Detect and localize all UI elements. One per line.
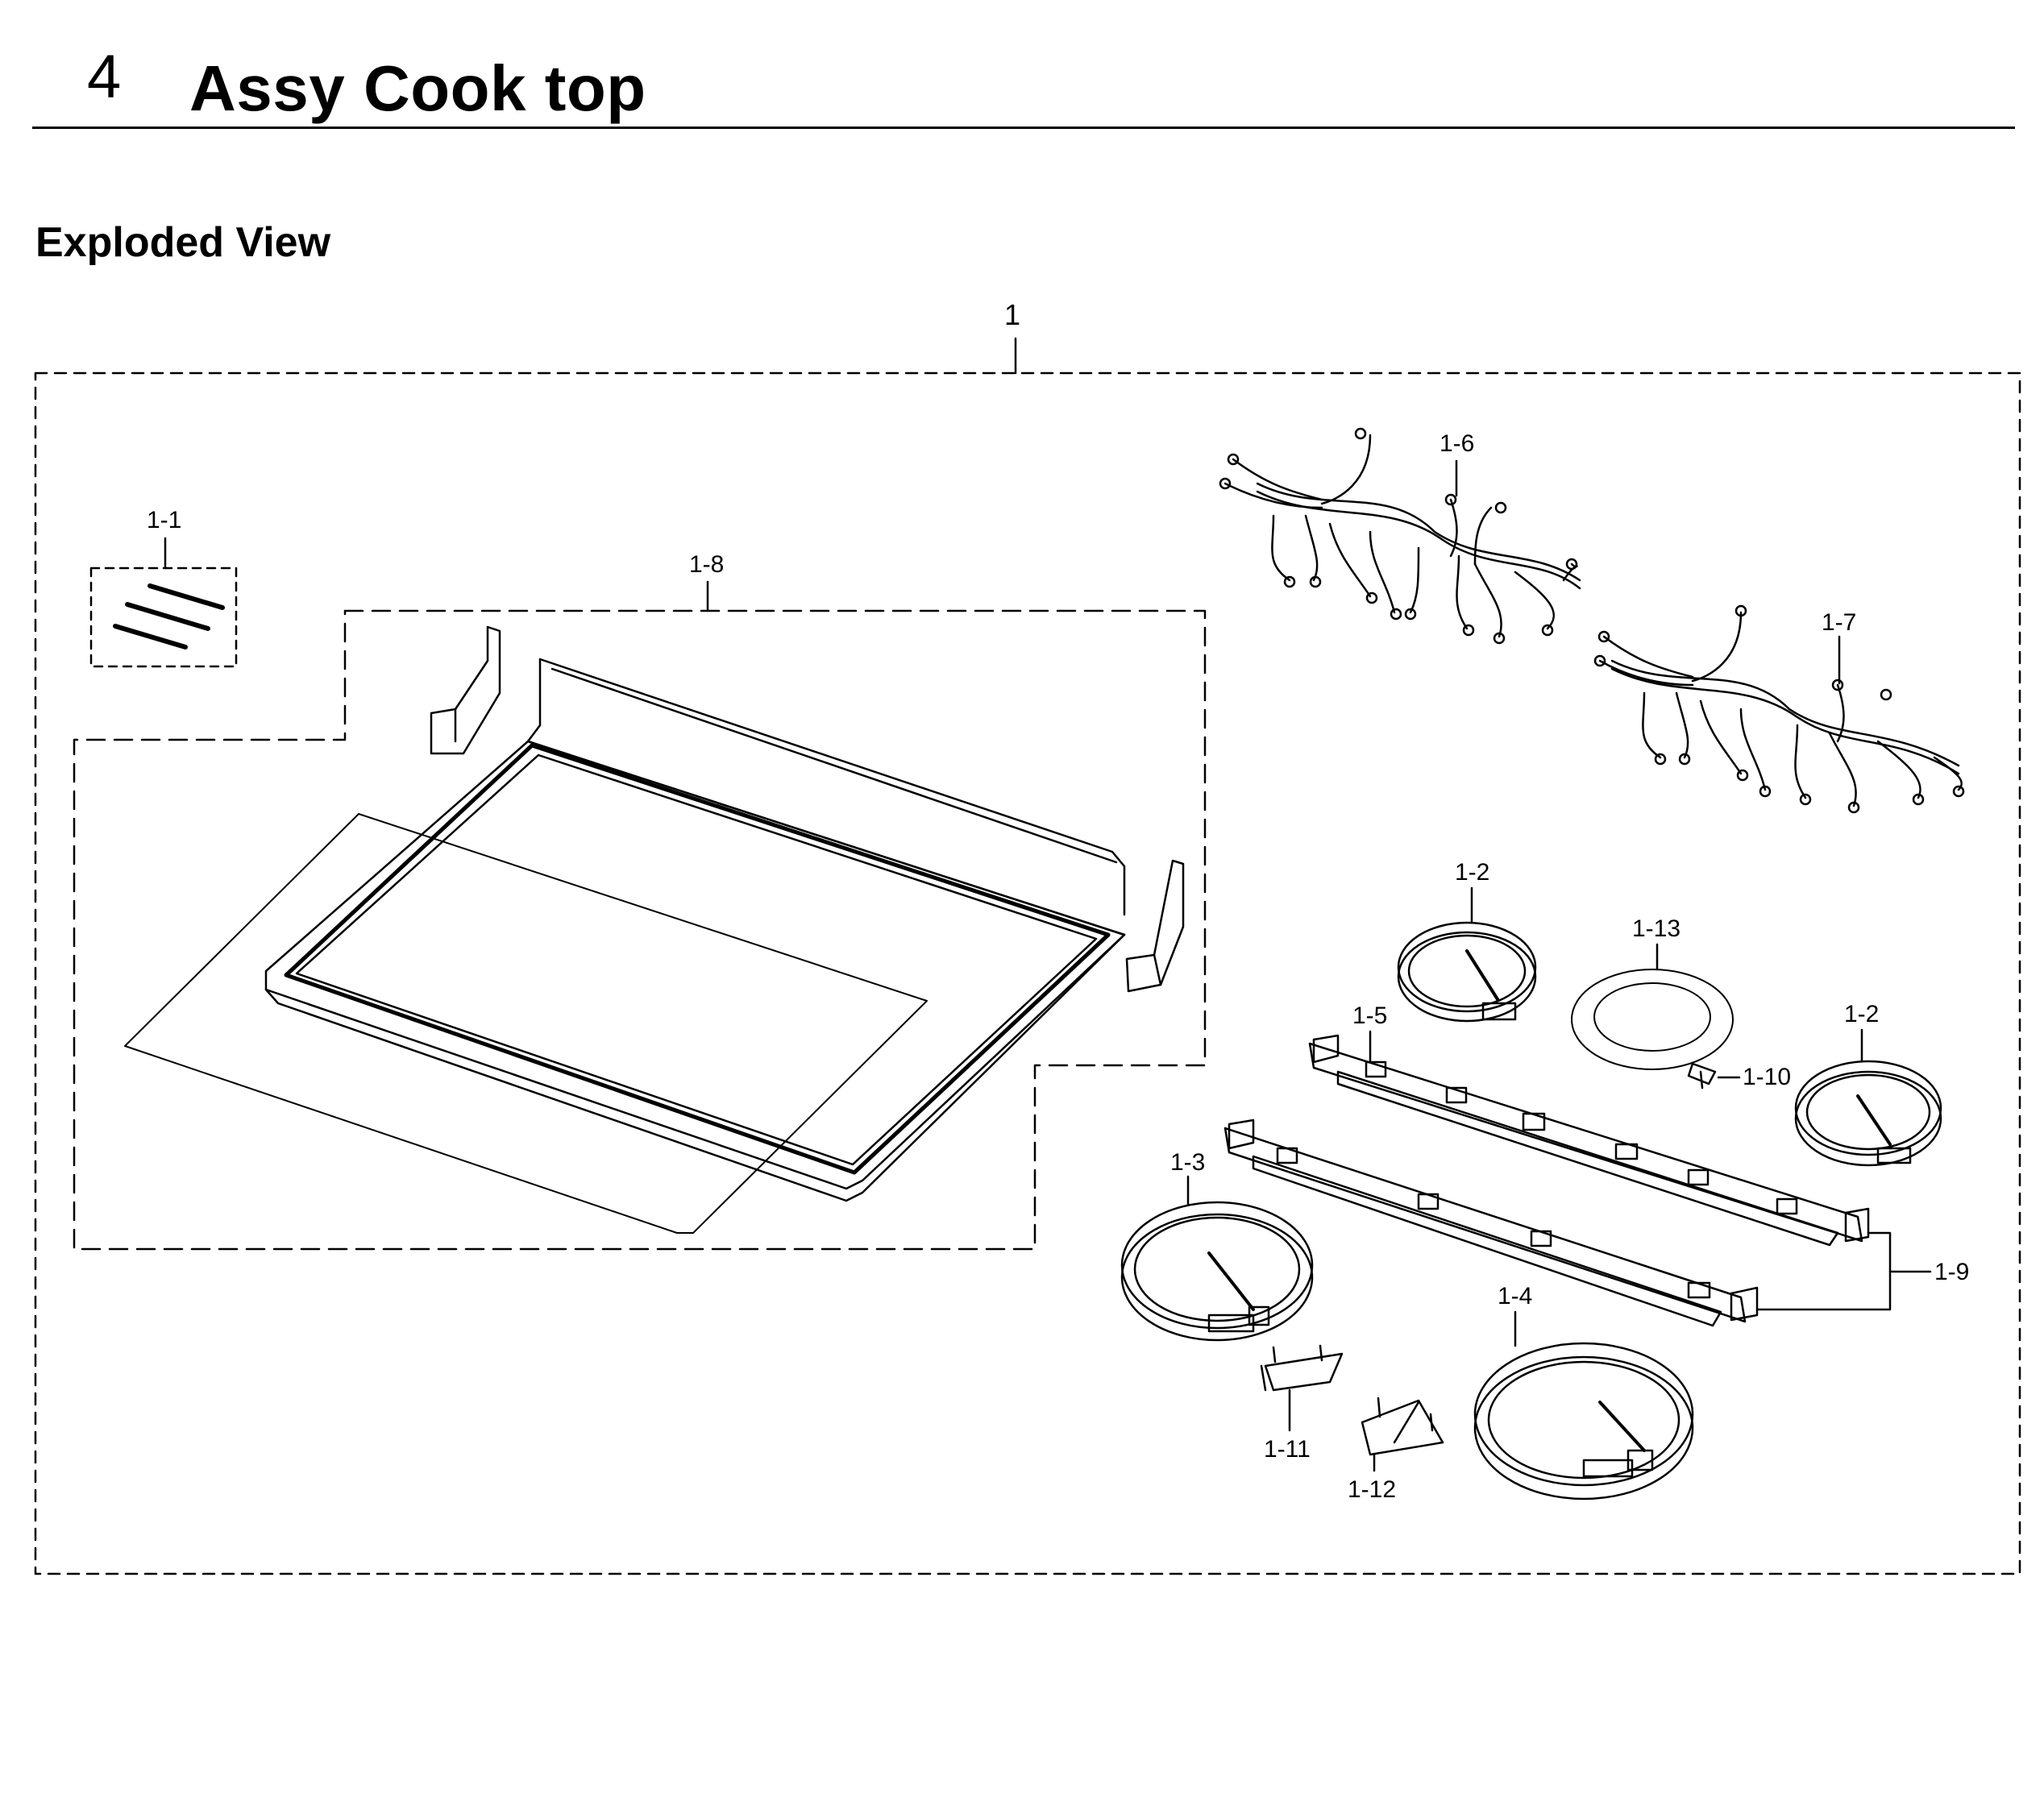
callout-1-3: 1-3 <box>1170 1149 1205 1176</box>
part-1-2-heating-element-upper <box>1397 921 1537 1023</box>
callout-1-2b: 1-2 <box>1844 1001 1879 1027</box>
part-1-9-bracket-rail-lower <box>1223 1119 1932 1327</box>
callout-1-9: 1-9 <box>1934 1259 1969 1285</box>
callout-1-5: 1-5 <box>1352 1002 1387 1029</box>
part-1-6-wire-harness <box>1219 427 1581 645</box>
callout-1-1: 1-1 <box>147 507 181 533</box>
callout-1-2a: 1-2 <box>1455 859 1489 886</box>
part-1-2-heating-element-right <box>1794 1060 1942 1167</box>
callout-1-4: 1-4 <box>1498 1283 1532 1309</box>
part-1-12-clip <box>1361 1397 1444 1472</box>
callout-1-6: 1-6 <box>1440 430 1474 457</box>
part-glass-top <box>124 813 928 1234</box>
part-1-8-cooktop-frame <box>264 625 1185 1202</box>
exploded-view-heading: Exploded View <box>35 219 331 266</box>
subassembly-1-8-boundary <box>73 609 1207 1251</box>
assembly-boundary <box>34 371 2021 1575</box>
part-1-10-sensor <box>1687 1062 1741 1089</box>
callout-1-12: 1-12 <box>1348 1476 1396 1503</box>
section-number: 4 <box>87 43 122 111</box>
callout-1-8: 1-8 <box>689 551 724 578</box>
page-title: Assy Cook top <box>189 52 646 124</box>
callout-1: 1 <box>1004 298 1020 331</box>
part-1-4-heating-element <box>1473 1342 1694 1500</box>
title-rule <box>32 127 2015 129</box>
part-1-3-heating-element <box>1120 1201 1314 1342</box>
callout-1-11: 1-11 <box>1264 1436 1311 1463</box>
part-1-13-trim-ring <box>1571 969 1734 1070</box>
callout-1-7: 1-7 <box>1822 609 1856 636</box>
part-1-1-screws <box>89 537 238 668</box>
part-1-5-bracket-rail-upper <box>1308 1034 1870 1247</box>
part-1-11-clip <box>1260 1344 1344 1432</box>
callout-1-10: 1-10 <box>1743 1064 1791 1090</box>
callout-1-13: 1-13 <box>1632 915 1680 942</box>
part-1-7-wire-harness <box>1593 604 1965 814</box>
